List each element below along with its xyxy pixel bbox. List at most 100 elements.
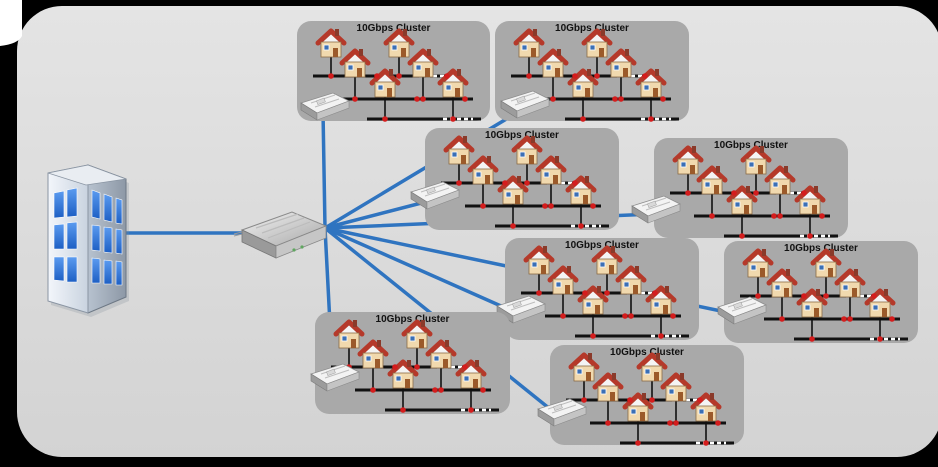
tap-dot — [572, 73, 578, 79]
tap-dot — [420, 96, 426, 102]
tap-dot — [462, 364, 468, 370]
tap-dot — [807, 233, 813, 239]
tap-dot — [823, 293, 829, 299]
tap-dot — [847, 316, 853, 322]
tap-dot — [480, 387, 486, 393]
tap-dot — [462, 96, 468, 102]
tap-dot — [709, 213, 715, 219]
tap-dot — [396, 73, 402, 79]
tap-dot — [871, 293, 877, 299]
tap-dot — [819, 213, 825, 219]
tap-dot — [432, 387, 438, 393]
tap-dot — [809, 336, 815, 342]
cluster-6: 10Gbps Cluster — [717, 241, 918, 343]
tap-dot — [801, 190, 807, 196]
cluster-box — [297, 21, 490, 121]
tap-dot — [739, 233, 745, 239]
cluster-2: 10Gbps Cluster — [495, 21, 689, 122]
cluster-label: 10Gbps Cluster — [565, 240, 639, 251]
tap-dot — [755, 293, 761, 299]
tap-dot — [841, 316, 847, 322]
tap-dot — [628, 313, 634, 319]
tap-dot — [673, 420, 679, 426]
tap-dot — [392, 364, 398, 370]
cluster-box — [550, 345, 744, 445]
tap-dot — [660, 96, 666, 102]
tap-dot — [414, 96, 420, 102]
tap-dot — [524, 180, 530, 186]
office-building-icon — [47, 164, 129, 317]
tap-dot — [697, 397, 703, 403]
tap-dot — [685, 190, 691, 196]
tap-dot — [572, 180, 578, 186]
tap-dot — [618, 96, 624, 102]
tap-dot — [550, 96, 556, 102]
tap-dot — [374, 73, 380, 79]
cluster-label: 10Gbps Cluster — [555, 23, 629, 34]
tap-dot — [703, 440, 709, 446]
fiber-link — [323, 226, 521, 316]
cluster-label: 10Gbps Cluster — [784, 243, 858, 254]
tap-dot — [502, 180, 508, 186]
tap-dot — [635, 440, 641, 446]
cluster-8: 10Gbps Cluster — [537, 345, 744, 446]
tap-dot — [536, 290, 542, 296]
tap-dot — [526, 73, 532, 79]
cluster-3: 10Gbps Cluster — [410, 128, 619, 230]
tap-dot — [444, 73, 450, 79]
tap-dot — [612, 96, 618, 102]
main-panel — [17, 6, 938, 457]
tap-dot — [779, 316, 785, 322]
tap-dot — [438, 387, 444, 393]
tap-dot — [605, 420, 611, 426]
tap-dot — [604, 290, 610, 296]
core-switch-icon — [233, 211, 328, 259]
tap-dot — [753, 190, 759, 196]
tap-dot — [771, 213, 777, 219]
tap-dot — [542, 203, 548, 209]
tap-dot — [648, 116, 654, 122]
cluster-box — [654, 138, 848, 238]
tap-dot — [510, 223, 516, 229]
tap-dot — [560, 313, 566, 319]
tap-dot — [590, 333, 596, 339]
tap-dot — [456, 180, 462, 186]
tap-dot — [642, 73, 648, 79]
cluster-5: 10Gbps Cluster — [496, 238, 699, 340]
corner-tab — [0, 0, 22, 46]
tap-dot — [468, 407, 474, 413]
tap-dot — [580, 116, 586, 122]
tap-dot — [352, 96, 358, 102]
fiber-link — [321, 109, 327, 230]
tap-dot — [370, 387, 376, 393]
tap-dot — [548, 203, 554, 209]
tap-dot — [590, 203, 596, 209]
tap-dot — [382, 116, 388, 122]
fiber-link — [323, 198, 435, 230]
cluster-label: 10Gbps Cluster — [714, 140, 788, 151]
clusters-layer: 10Gbps Cluster 10Gbps Cluster 10Gbps Clust… — [297, 21, 918, 446]
tap-dot — [581, 397, 587, 403]
cluster-label: 10Gbps Cluster — [485, 130, 559, 141]
tap-dot — [480, 203, 486, 209]
tap-dot — [670, 313, 676, 319]
cluster-4: 10Gbps Cluster — [631, 138, 848, 239]
tap-dot — [715, 420, 721, 426]
tap-dot — [400, 407, 406, 413]
tap-dot — [594, 73, 600, 79]
tap-dot — [877, 336, 883, 342]
tap-dot — [622, 313, 628, 319]
tap-dot — [658, 333, 664, 339]
tap-dot — [731, 190, 737, 196]
tap-dot — [627, 397, 633, 403]
cluster-label: 10Gbps Cluster — [376, 314, 450, 325]
cluster-1: 10Gbps Cluster — [297, 21, 490, 122]
tap-dot — [777, 213, 783, 219]
tap-dot — [652, 290, 658, 296]
tap-dot — [450, 116, 456, 122]
tap-dot — [649, 397, 655, 403]
tap-dot — [328, 73, 334, 79]
tap-dot — [582, 290, 588, 296]
